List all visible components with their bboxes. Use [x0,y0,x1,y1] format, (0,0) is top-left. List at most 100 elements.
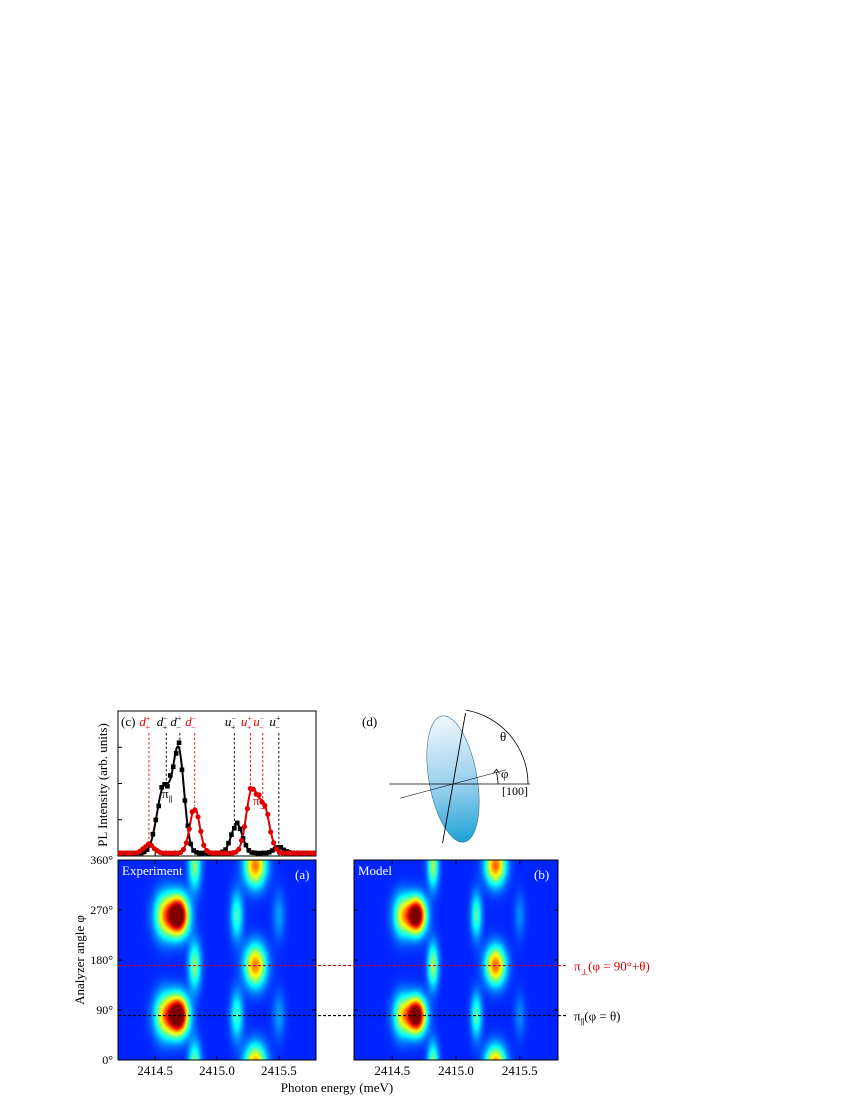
data-point [236,846,242,852]
y-tick-label: 180° [90,953,113,967]
data-point [182,798,188,803]
data-point [232,825,237,831]
data-point [195,814,201,820]
angle-ylabel: Analyzer angle φ [72,915,87,1005]
data-point [261,850,266,856]
data-point [278,845,284,850]
level-label: d++ [139,714,151,732]
data-point [259,799,265,805]
y-tick-label: 360° [90,853,113,867]
data-point [185,823,191,828]
x-tick-label: 2415.5 [502,1063,538,1078]
data-point [141,849,147,855]
panel-a-ticks: 2414.5 2415.0 2415.5 [118,859,316,1078]
data-point [262,803,268,809]
data-point [252,850,257,856]
pl-ylabel: PL Intensity (arb. units) [95,723,110,847]
data-point [194,850,199,855]
phi-arrow-icon [493,768,500,774]
data-point [226,840,231,846]
data-point [165,783,170,789]
theta-arc [465,709,529,785]
data-point [179,767,185,773]
data-point [241,824,248,830]
level-label: u−− [253,714,265,732]
data-point [153,817,159,823]
data-point [258,850,263,856]
reference-lines: π⊥(φ = 90°+θ) π∥(φ = θ) [118,959,650,1027]
data-point [268,829,274,835]
panel-c-points [118,740,316,856]
data-point [197,850,202,856]
x-tick-label: 2415.0 [199,1063,235,1078]
panel-a-title: Experiment [122,863,183,878]
reference-label-perp: π⊥(φ = 90°+θ) [574,959,650,977]
data-point [255,850,260,856]
data-point [159,785,164,790]
data-point [249,850,255,855]
level-label: u++ [241,714,253,732]
data-point [265,811,271,818]
data-point [168,773,173,778]
data-point [173,751,179,756]
data-point [191,848,196,853]
panel-b-title: Model [358,863,392,878]
data-point [202,850,208,856]
x-tick-label: 2415.5 [261,1063,297,1078]
data-point [243,842,249,848]
panel-c-marker-lines [148,733,280,846]
data-point [264,850,269,856]
major-axis-line [442,713,466,844]
panel-a-label: (a) [295,867,309,882]
heatmap-experiment [118,860,316,1060]
data-point [180,846,187,853]
data-point [266,849,272,855]
data-point [237,826,243,832]
data-point [156,803,162,809]
series-label-par: π∥ [162,786,172,804]
angle-tick-labels: 0°90°180°270°360° [90,853,113,1067]
data-point [229,832,234,837]
level-label: d+− [170,714,182,732]
panel-c: d++d−+d+−d−−u−+u++u−−u+− (c) π∥ π⊥ PL In… [95,710,317,857]
reference-label-par: π∥(φ = θ) [574,1009,621,1027]
level-label: d−+ [157,714,169,732]
data-point [183,840,189,846]
y-tick-label: 0° [102,1053,113,1067]
x-tick-label: 2414.5 [374,1063,410,1078]
panel-d: (d) θ φ [100] [362,709,530,844]
phi-label: φ [501,766,509,781]
data-point [200,850,205,856]
data-point [281,847,287,853]
data-point [176,740,182,746]
data-point [150,831,156,837]
data-point [238,837,245,844]
axis-100-label: [100] [502,784,528,798]
data-point [256,792,262,798]
panel-b-label: (b) [534,867,549,882]
data-point [234,820,240,826]
energy-xlabel: Photon energy (meV) [281,1080,393,1095]
polarization-diagram [389,709,530,844]
panel-d-label: (d) [362,714,377,729]
level-label: d−− [185,714,197,732]
heatmap-model [354,860,558,1060]
data-point [144,847,150,853]
data-point [201,842,207,848]
panel-c-annotations: d++d−+d+−d−−u−+u++u−−u+− [139,714,280,732]
data-point [170,764,176,770]
panel-c-frame [117,710,317,857]
data-point [269,848,275,853]
phi-arc [496,772,499,785]
level-label: u+− [269,714,281,732]
data-point [162,781,167,787]
data-point [246,848,252,853]
theta-label: θ [500,729,506,744]
y-tick-label: 270° [90,903,113,917]
x-tick-label: 2414.5 [137,1063,173,1078]
data-point [186,826,192,832]
data-point [188,841,194,847]
